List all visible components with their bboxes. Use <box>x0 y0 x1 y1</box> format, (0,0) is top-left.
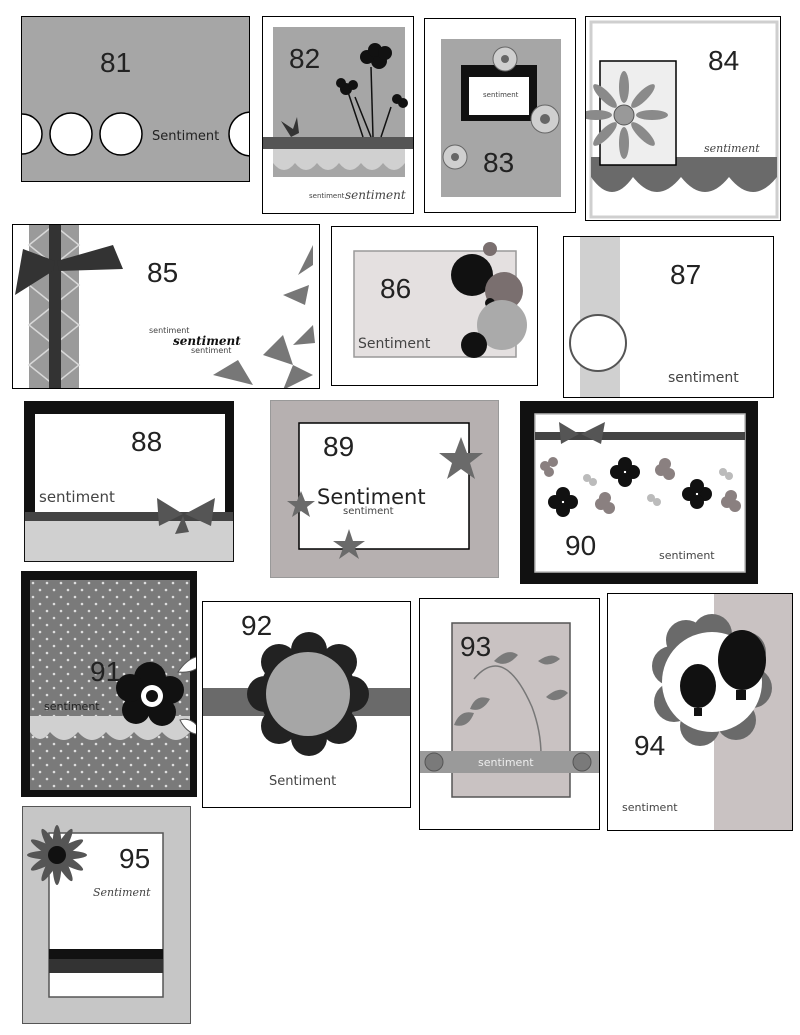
sketch-84: 84 sentiment <box>585 16 781 221</box>
sketch-85-sentiment-2: sentiment <box>173 334 241 348</box>
sketch-91-number: 91 <box>90 656 122 687</box>
sketch-86: 86 Sentiment <box>331 226 538 386</box>
sketch-87-number: 87 <box>670 259 702 290</box>
sketch-92: 92 Sentiment <box>202 601 411 808</box>
sketch-82: 82 sentiment sentiment <box>262 16 414 214</box>
sketch-90-sentiment: sentiment <box>659 549 715 562</box>
sketch-86-panel <box>353 242 527 358</box>
sketch-93-sentiment: sentiment <box>478 756 534 769</box>
sketch-93-panel <box>420 622 599 798</box>
sketch-87: 87 sentiment <box>563 236 774 398</box>
sketch-85-sentiment-1: sentiment <box>149 326 190 335</box>
sketch-92-number: 92 <box>241 610 273 641</box>
sketch-88: 88 sentiment <box>24 401 234 562</box>
sketch-94-number: 94 <box>634 730 666 761</box>
sketch-87-panel <box>569 237 627 397</box>
sketch-91-sentiment: sentiment <box>44 700 100 713</box>
sketch-86-number: 86 <box>380 273 412 304</box>
sketch-81-sentiment: Sentiment <box>152 129 220 144</box>
sketch-95: 95 Sentiment <box>22 806 191 1024</box>
sketch-83-sentiment: sentiment <box>483 91 519 99</box>
sketch-95-panel <box>27 825 164 998</box>
sketch-90-number: 90 <box>565 530 597 561</box>
sketch-85-sentiment-3: sentiment <box>191 346 232 355</box>
sketch-85-panel <box>15 225 315 388</box>
sketch-83: sentiment 83 <box>424 18 576 213</box>
sketch-84-panel <box>586 20 779 219</box>
sketch-81-number: 81 <box>100 47 132 78</box>
sketch-91-panel <box>30 580 196 790</box>
sketch-91: 91 sentiment <box>21 571 197 797</box>
sketch-84-sentiment: sentiment <box>704 142 760 155</box>
sketch-94: 94 sentiment <box>607 593 793 831</box>
sketch-90: 90 sentiment <box>520 401 758 584</box>
sketch-94-panel <box>652 594 792 830</box>
sketch-88-number: 88 <box>131 426 163 457</box>
sketch-85-number: 85 <box>147 257 179 288</box>
sketch-95-sentiment: Sentiment <box>93 886 151 899</box>
sketch-92-panel <box>203 632 410 756</box>
sketch-85: 85 sentiment sentiment sentiment <box>12 224 320 389</box>
sketch-83-number: 83 <box>483 147 515 178</box>
sketch-90-panel <box>534 413 746 573</box>
sketch-92-sentiment: Sentiment <box>269 774 337 789</box>
sketch-86-sentiment: Sentiment <box>358 336 431 352</box>
sketch-93: 93 sentiment <box>419 598 600 830</box>
sketch-89-sentiment-small: sentiment <box>343 506 394 517</box>
sketch-81-circles <box>22 111 249 157</box>
sketch-83-panel <box>441 39 561 197</box>
sketch-82-sentiment-small: sentiment <box>309 192 345 200</box>
sketch-95-number: 95 <box>119 843 151 874</box>
sketch-89-sentiment-large: Sentiment <box>317 485 426 509</box>
sketch-88-sentiment: sentiment <box>39 488 115 506</box>
sketch-81: 81 Sentiment <box>21 16 250 182</box>
sketch-88-panel <box>25 414 233 561</box>
sketch-89-number: 89 <box>323 431 355 462</box>
sketch-82-number: 82 <box>289 43 321 74</box>
sketch-82-panel <box>263 27 413 177</box>
sketch-89: 89 Sentiment sentiment <box>270 400 499 578</box>
sketch-93-number: 93 <box>460 631 492 662</box>
sketch-84-number: 84 <box>708 45 740 76</box>
sketch-87-sentiment: sentiment <box>668 370 739 386</box>
sketch-82-sentiment-script: sentiment <box>345 188 406 202</box>
sketch-94-sentiment: sentiment <box>622 801 678 814</box>
sketch-89-panel <box>287 422 483 559</box>
